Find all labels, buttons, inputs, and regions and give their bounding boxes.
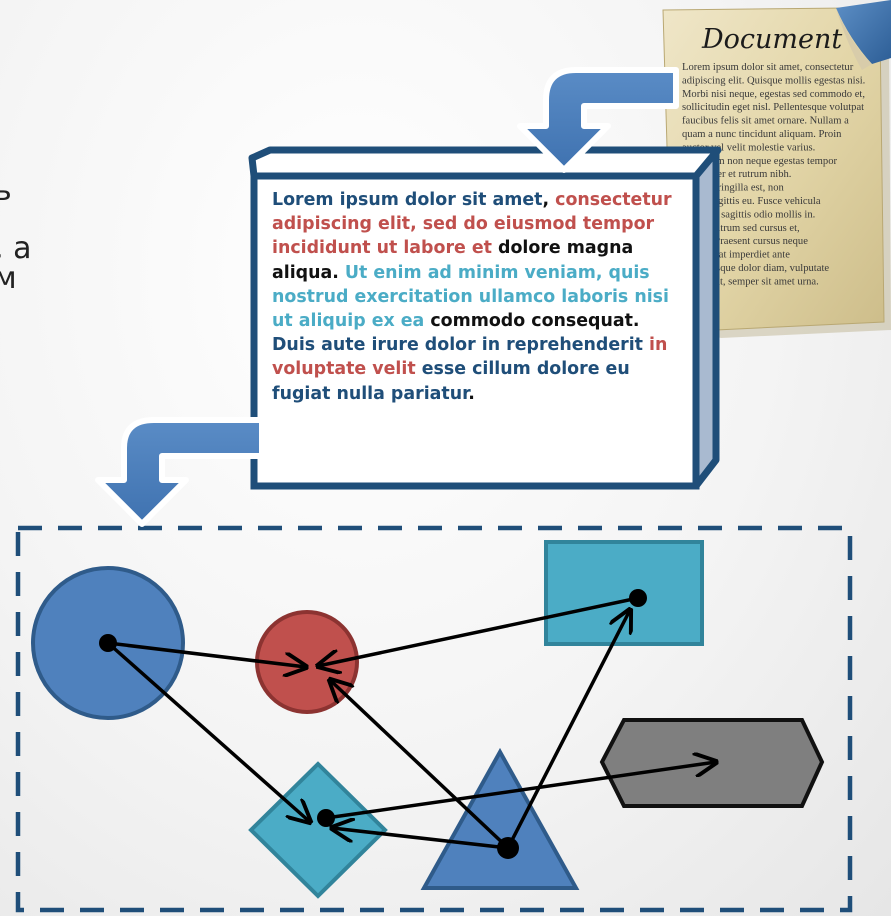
text-box-content: Lorem ipsum dolor sit amet, consectetur … — [272, 188, 680, 406]
edge-diamond-to-hexagon — [325, 762, 716, 820]
text-segment: Ut enim ad minim veniam, quis nostrud ex… — [272, 262, 669, 332]
text-segment: commodo consequat. — [430, 311, 640, 332]
triangle-node — [420, 747, 580, 890]
document-line: Morbi nisi neque, egestas sed commodo et… — [682, 89, 865, 100]
text-segment: in voluptate velit — [272, 335, 668, 380]
text-segment: dolore magna aliqua. — [272, 238, 634, 283]
document-line: sapien. Praesent cursus neque — [682, 236, 808, 247]
side-text-2: , а — [0, 231, 32, 266]
document-line: adipiscing elit. Quisque mollis egestas … — [682, 75, 865, 86]
text-segment: , — [542, 190, 556, 210]
connector-dot — [497, 837, 519, 859]
connector-dot — [629, 589, 647, 607]
text-segment: Lorem ipsum dolor sit amet — [272, 190, 543, 210]
page-curl-icon — [836, 0, 891, 64]
document-line: Lorem ipsum dolor sit amet, consectetur — [682, 62, 854, 73]
document-title: Document — [701, 24, 842, 55]
document-line: in. Integer et rutrum nibh. — [682, 169, 791, 180]
document-note: Document Lorem ipsum dolor sit amet, con… — [662, 0, 891, 338]
document-line: auctor vel velit molestie varius. — [682, 142, 815, 153]
document-line: ligula, rutrum sed cursus et, — [682, 223, 800, 234]
document-line: dui, eget sagittis odio mollis in. — [682, 209, 815, 220]
document-line: aliquam at imperdiet ante — [682, 250, 790, 261]
diamond-node — [248, 761, 388, 899]
edge-bigcircle-to-smallcircle — [107, 641, 306, 667]
document-line: Nunc sem non neque egestas tempor — [682, 156, 838, 167]
edge-triangle-to-rectangle — [506, 610, 630, 849]
side-text-1: ь — [0, 173, 12, 208]
rectangle-node — [544, 540, 704, 646]
document-line: blandit fringilla est, non — [682, 183, 785, 194]
document-line: sollicitudin eget nisl. Pellentesque vol… — [682, 102, 864, 113]
dashed-container — [15, 525, 853, 913]
side-text-3: м — [0, 261, 17, 296]
edge-triangle-to-smallcircle — [330, 680, 510, 850]
text-segment: . — [468, 383, 475, 404]
text-segment: Duis aute irure dolor in reprehenderit — [272, 335, 650, 356]
document-line: quam a nunc tincidunt aliquam. Proin — [682, 129, 842, 140]
edge-triangle-to-diamond — [332, 828, 509, 850]
connector-dot — [99, 634, 117, 652]
document-line: Pellentesque dolor diam, vulputate — [682, 263, 829, 274]
text-segment: consectetur adipiscing elit, sed do eius… — [272, 190, 672, 259]
text-segment: esse cillum dolore eu fugiat nulla paria… — [272, 359, 630, 404]
bent-arrow-bottom — [95, 417, 265, 527]
document-line: semper at, semper sit amet urna. — [682, 276, 819, 287]
connector-dot — [317, 809, 335, 827]
edge-bigcircle-to-diamond — [106, 641, 310, 822]
document-line: libero sagittis eu. Fusce vehicula — [682, 196, 821, 207]
edge-rectangle-to-smallcircle — [318, 596, 639, 666]
bent-arrow-top — [517, 67, 679, 173]
document-line: faucibus felis sit amet ornare. Nullam a — [682, 116, 849, 127]
text-box — [248, 146, 722, 490]
